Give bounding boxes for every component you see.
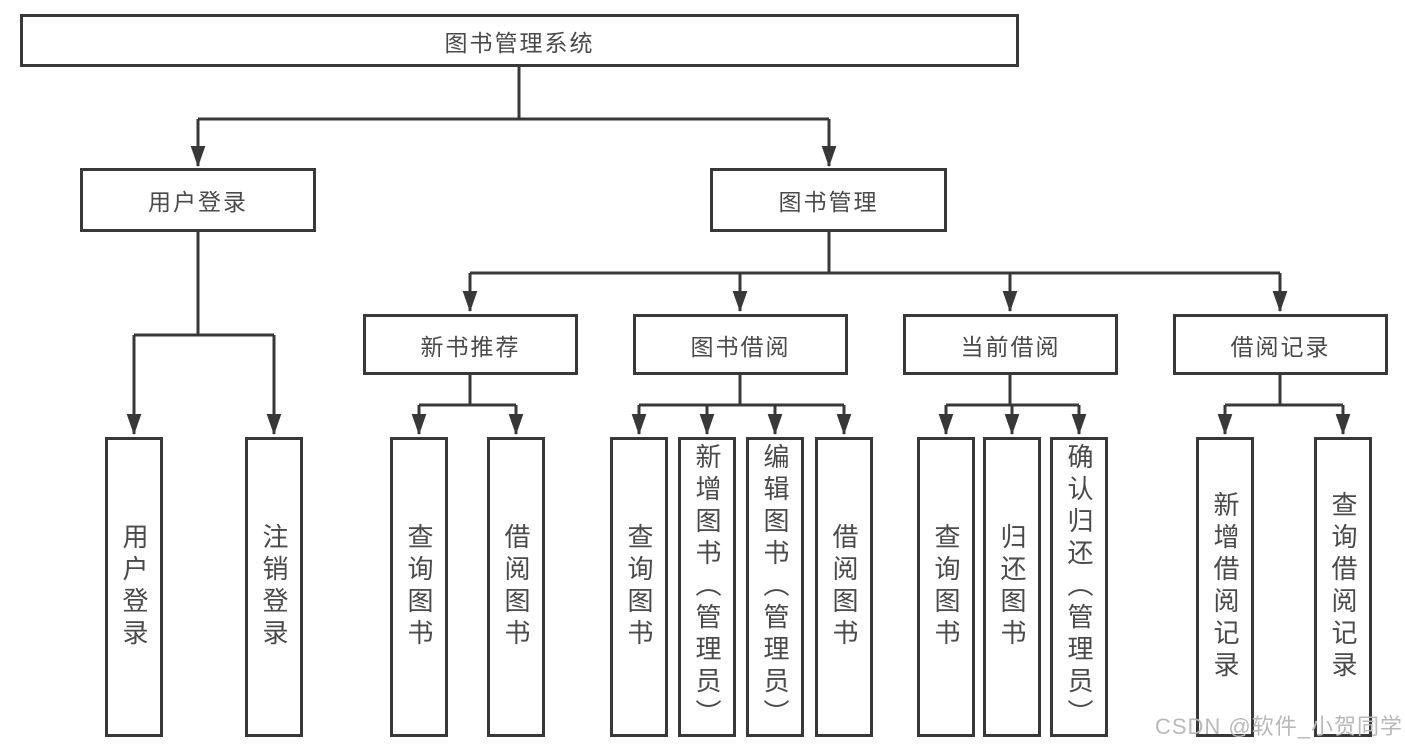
node-new-book-recommend: 新书推荐 <box>363 314 578 375</box>
leaf-confirm-return-admin: 确认归还（管理员） <box>1050 437 1108 737</box>
leaf-return-books: 归还图书 <box>983 437 1041 737</box>
node-book-borrow: 图书借阅 <box>633 314 848 375</box>
leaf-borrow-books-borrow: 借阅图书 <box>815 437 873 737</box>
leaf-borrow-books-recommend: 借阅图书 <box>487 437 545 737</box>
leaf-query-books-current: 查询图书 <box>917 437 975 737</box>
leaf-query-borrow-record: 查询借阅记录 <box>1314 437 1372 737</box>
node-user-login: 用户登录 <box>80 168 316 232</box>
leaf-add-borrow-record: 新增借阅记录 <box>1196 437 1254 737</box>
node-borrow-records: 借阅记录 <box>1173 314 1388 375</box>
leaf-user-login: 用户登录 <box>105 437 163 737</box>
leaf-logout: 注销登录 <box>245 437 303 737</box>
leaf-query-books-recommend: 查询图书 <box>390 437 448 737</box>
leaf-edit-books-admin: 编辑图书（管理员） <box>746 437 804 737</box>
node-current-borrow: 当前借阅 <box>903 314 1118 375</box>
leaf-query-books-borrow: 查询图书 <box>610 437 668 737</box>
node-library-management-system: 图书管理系统 <box>20 14 1019 67</box>
node-book-management: 图书管理 <box>710 168 947 232</box>
leaf-add-books-admin: 新增图书（管理员） <box>678 437 736 737</box>
watermark: CSDN @软件_小贺同学 <box>1154 714 1403 739</box>
